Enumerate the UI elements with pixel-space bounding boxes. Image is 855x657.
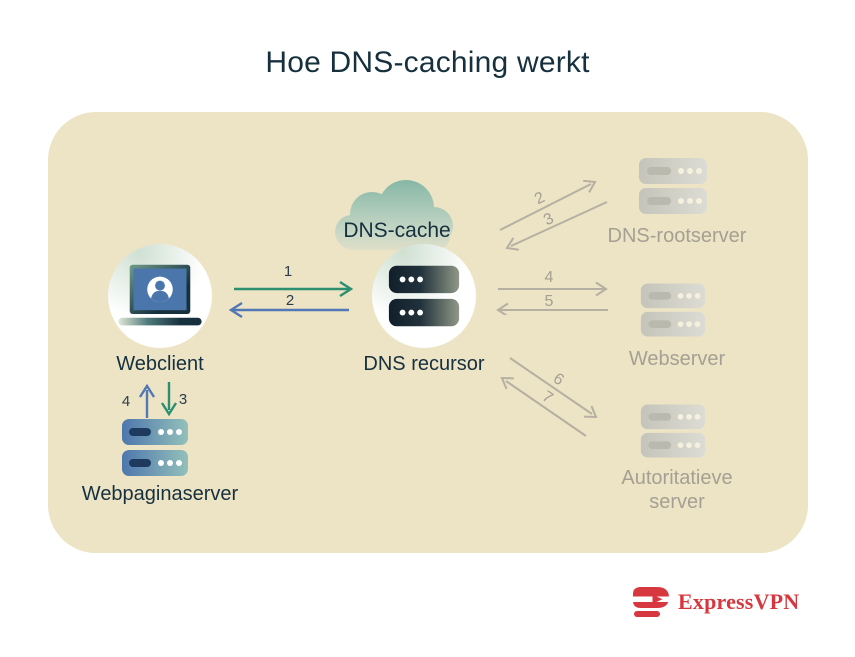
dns-recursor-server-icon: [388, 265, 460, 327]
step-webpage-request-label: 3: [178, 391, 188, 408]
webclient-node: [108, 244, 212, 348]
authoritative-server-label-line2: server: [649, 491, 705, 513]
step-webpage-response-label: 4: [121, 393, 131, 410]
webserver-label: Webserver: [628, 348, 726, 370]
dns-recursor-node: [372, 244, 476, 348]
brand-footer: ExpressVPN: [632, 586, 799, 618]
cloud-icon: [335, 180, 453, 250]
page-title: Hoe DNS-caching werkt: [265, 46, 590, 79]
authoritative-server-icon: [640, 404, 706, 458]
step-webserver-request-label: 4: [544, 269, 554, 286]
recursor-authoritative-arrows-icon: [500, 357, 598, 437]
authoritative-server-label-line1: Autoritatieve: [621, 467, 733, 489]
step-2-label: 2: [285, 292, 295, 309]
step-1-label: 1: [283, 263, 293, 280]
step-webserver-response-label: 5: [544, 293, 554, 310]
webclient-label: Webclient: [116, 353, 204, 375]
recursor-rootserver-arrows-icon: [499, 179, 608, 251]
recursor-webserver-arrows-icon: [496, 281, 608, 315]
webserver-icon: [640, 283, 706, 337]
webpage-server-label: Webpaginaserver: [81, 483, 239, 505]
dns-rootserver-label: DNS-rootserver: [607, 225, 747, 247]
authoritative-server-label: Autoritatieve server: [577, 466, 777, 514]
laptop-icon: [118, 264, 202, 326]
expressvpn-wordmark: ExpressVPN: [678, 589, 800, 614]
webpage-server-icon: [122, 419, 188, 476]
dns-cache-label: DNS-cache: [343, 219, 451, 242]
client-webpage-arrows-icon: [138, 382, 178, 418]
client-recursor-arrows-icon: [228, 280, 354, 319]
dns-rootserver-icon: [639, 158, 707, 214]
expressvpn-logo-icon: [632, 587, 670, 617]
dns-recursor-label: DNS recursor: [363, 353, 485, 375]
